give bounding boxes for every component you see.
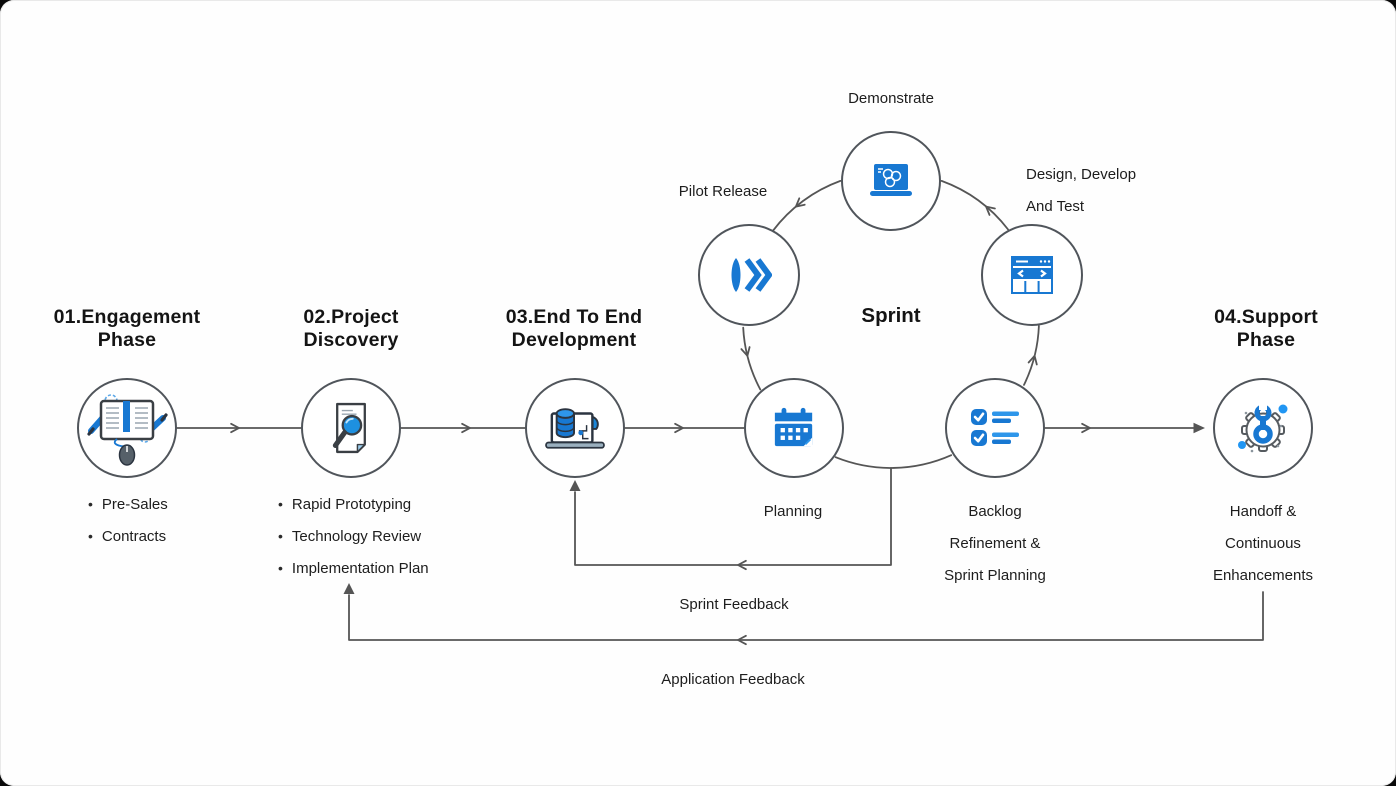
sprint-title: Sprint: [861, 304, 921, 327]
planning-node: [744, 378, 844, 478]
support-line-continuous: Continuous: [1225, 535, 1301, 552]
phase-3-title: 03.End To End Development: [454, 306, 694, 352]
magnifier-document-icon: [332, 402, 366, 454]
phase-1-title: 01.Engagement Phase: [7, 306, 247, 352]
demonstrate-label: Demonstrate: [848, 90, 934, 107]
backlog-label-line1: Backlog: [968, 503, 1022, 520]
bullet-implementation-plan: Implementation Plan: [278, 552, 429, 584]
laptop-cloud-database-icon: [545, 408, 605, 449]
phase-1-bullets: Pre-Sales Contracts: [88, 488, 168, 552]
support-phase-lines: Handoff & Continuous Enhancements: [1163, 496, 1363, 592]
notebook-pens-mouse-icon: [87, 394, 168, 466]
backlog-label-line3: Sprint Planning: [944, 567, 1046, 584]
bullet-contracts: Contracts: [88, 520, 168, 552]
phase-2-bullets: Rapid Prototyping Technology Review Impl…: [278, 488, 429, 584]
pilot-release-node: [698, 224, 800, 326]
backlog-refinement-node: [945, 378, 1045, 478]
browser-code-icon: [1011, 256, 1053, 294]
phase-2-title-line2: Discovery: [303, 329, 399, 351]
design-develop-test-node: [981, 224, 1083, 326]
design-develop-label-line2: And Test: [1026, 198, 1085, 215]
engagement-phase-node: [77, 378, 177, 478]
phase-4-title: 04.Support Phase: [1146, 306, 1386, 352]
backlog-label-line2: Refinement &: [949, 535, 1041, 552]
gear-wrench-icon: [1238, 403, 1288, 453]
phase-4-title-line2: Phase: [1236, 329, 1296, 351]
support-line-handoff: Handoff &: [1229, 503, 1297, 520]
design-develop-label-line1: Design, Develop: [1026, 166, 1137, 183]
design-develop-label: Design, Develop And Test: [1026, 159, 1226, 223]
phase-2-title-line1: 02.Project: [303, 306, 399, 328]
bullet-rapid-prototyping: Rapid Prototyping: [278, 488, 429, 520]
phase-3-title-line1: 03.End To End: [505, 306, 643, 328]
support-phase-node: [1213, 378, 1313, 478]
phase-3-title-line2: Development: [511, 329, 637, 351]
pilot-release-label: Pilot Release: [678, 183, 768, 200]
bullet-technology-review: Technology Review: [278, 520, 429, 552]
phase-4-title-line1: 04.Support: [1214, 306, 1318, 328]
demonstrate-node: [841, 131, 941, 231]
phase-1-title-line2: Phase: [97, 329, 157, 351]
release-chevrons-icon: [731, 258, 772, 292]
checklist-icon: [971, 409, 1019, 446]
project-discovery-node: [301, 378, 401, 478]
bullet-pre-sales: Pre-Sales: [88, 488, 168, 520]
backlog-label: Backlog Refinement & Sprint Planning: [895, 496, 1095, 592]
calendar-icon: [774, 407, 813, 447]
presentation-laptop-icon: [870, 164, 912, 196]
sprint-feedback-label: Sprint Feedback: [679, 596, 789, 613]
phase-1-title-line1: 01.Engagement: [53, 306, 201, 328]
end-to-end-development-node: [525, 378, 625, 478]
support-line-enhancements: Enhancements: [1212, 567, 1314, 584]
phase-2-title: 02.Project Discovery: [231, 306, 471, 352]
planning-label: Planning: [763, 503, 823, 520]
application-feedback-label: Application Feedback: [661, 671, 805, 688]
